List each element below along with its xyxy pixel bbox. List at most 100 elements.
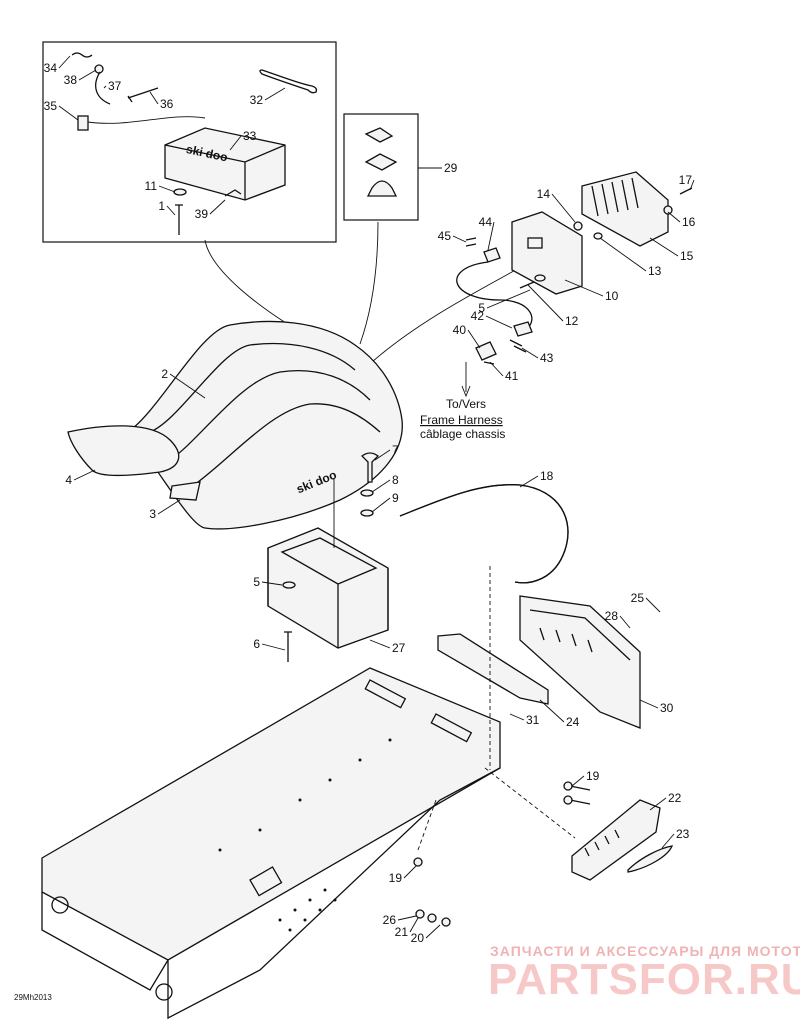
- callout-33: 33: [243, 129, 257, 143]
- callout-21: 21: [395, 925, 409, 939]
- callout-16: 16: [682, 215, 696, 229]
- callout-leader-14: [551, 193, 576, 223]
- callout-leader-32: [264, 87, 286, 101]
- callout-42: 42: [471, 309, 485, 323]
- seat: ski doo: [127, 320, 403, 530]
- seat-fasteners: [333, 452, 379, 548]
- callout-leader-40: [467, 329, 481, 349]
- callout-20: 20: [411, 931, 425, 945]
- note-line-2: Frame Harness: [420, 413, 503, 427]
- callout-44: 44: [479, 215, 493, 229]
- callout-leader-38: [78, 69, 97, 81]
- callout-leader-43: [521, 347, 539, 359]
- callout-34: 34: [44, 61, 58, 75]
- callout-19: 19: [389, 871, 403, 885]
- callout-13: 13: [648, 264, 662, 278]
- callout-leader-18: [519, 475, 539, 488]
- tunnel-frame: [41, 667, 501, 1020]
- callout-leader-7: [374, 449, 391, 461]
- seat-cover: [67, 425, 180, 477]
- tray: [267, 527, 389, 662]
- screws: [413, 781, 591, 927]
- callout-leader-6: [261, 643, 286, 651]
- callout-leader-20: [425, 924, 441, 939]
- callout-leader-13: [599, 237, 647, 272]
- callout-6: 6: [253, 637, 260, 651]
- note-line-3: câblage chassis: [420, 427, 505, 441]
- callout-27: 27: [392, 641, 406, 655]
- callout-45: 45: [438, 229, 452, 243]
- callout-11: 11: [145, 179, 158, 193]
- callout-leader-11: [158, 185, 176, 193]
- callout-30: 30: [660, 701, 674, 715]
- callout-40: 40: [453, 323, 467, 337]
- callout-22: 22: [668, 791, 682, 805]
- callout-leader-12: [527, 284, 564, 322]
- callout-24: 24: [566, 715, 580, 729]
- callout-leader-35: [58, 105, 79, 121]
- grab-handle: [399, 484, 569, 584]
- callout-leader-44: [487, 221, 495, 251]
- watermark-tagline: ЗАПЧАСТИ И АКСЕССУАРЫ ДЛЯ МОТОТЕХНИКИ: [490, 943, 800, 959]
- callout-leader-26: [397, 915, 417, 921]
- wiring-harness: [456, 237, 533, 398]
- taillight-arrow: [371, 261, 531, 363]
- callout-35: 35: [44, 99, 58, 113]
- callout-43: 43: [540, 351, 554, 365]
- callout-leader-19: [571, 775, 585, 787]
- callout-4: 4: [65, 473, 72, 487]
- callout-leader-5: [261, 581, 283, 586]
- callout-leader-37: [103, 85, 107, 89]
- callout-15: 15: [680, 249, 694, 263]
- callout-leader-45: [452, 235, 467, 243]
- callout-23: 23: [676, 827, 690, 841]
- callout-leader-27: [369, 639, 391, 649]
- callout-leader-8: [371, 479, 391, 493]
- callout-leader-30: [639, 699, 659, 709]
- callout-leader-34: [58, 55, 71, 69]
- callout-leader-25: [645, 597, 661, 613]
- callout-7: 7: [392, 443, 399, 457]
- callout-29: 29: [444, 161, 458, 175]
- callout-leader-36: [149, 91, 159, 105]
- callout-leader-5: [486, 289, 531, 309]
- rear-reflector: [571, 799, 674, 881]
- callout-38: 38: [64, 73, 78, 87]
- align-lead-taillight: [484, 767, 576, 839]
- callout-leader-31: [509, 713, 525, 721]
- callout-12: 12: [565, 314, 579, 328]
- callout-5: 5: [478, 301, 485, 315]
- callout-32: 32: [250, 93, 264, 107]
- rear-flap: [519, 595, 641, 729]
- callout-31: 31: [526, 713, 540, 727]
- callout-leader-23: [661, 833, 675, 849]
- bracket: [437, 633, 549, 705]
- storage-box-inset: ski doo: [42, 41, 337, 243]
- watermark: ЗАПЧАСТИ И АКСЕССУАРЫ ДЛЯ МОТОТЕХНИКИ PA…: [488, 943, 800, 1004]
- callout-leader-2: [169, 373, 206, 399]
- callout-leader-33: [229, 135, 242, 151]
- note-line-1: To/Vers: [446, 397, 486, 411]
- inset-arrow-right: [359, 221, 379, 345]
- callout-10: 10: [605, 289, 619, 303]
- callout-leader-16: [667, 211, 681, 223]
- callout-8: 8: [392, 473, 399, 487]
- callout-leader-41: [489, 361, 504, 377]
- callout-leader-17: [689, 179, 695, 191]
- callout-leader-9: [371, 497, 391, 513]
- callout-5: 5: [253, 575, 260, 589]
- taillight-assembly: [511, 171, 693, 295]
- callout-36: 36: [160, 97, 174, 111]
- callout-leader-15: [649, 237, 679, 257]
- callout-2: 2: [161, 367, 168, 381]
- callout-leader-28: [619, 615, 631, 629]
- callout-26: 26: [383, 913, 397, 927]
- callout-28: 28: [605, 609, 619, 623]
- callout-1: 1: [158, 199, 165, 213]
- callout-layer: 1234556789101112131415161718191920212223…: [44, 55, 696, 945]
- align-lead-bolts: [417, 799, 437, 851]
- callout-leader-10: [564, 279, 604, 297]
- callout-14: 14: [537, 187, 551, 201]
- callout-leader-24: [539, 699, 565, 723]
